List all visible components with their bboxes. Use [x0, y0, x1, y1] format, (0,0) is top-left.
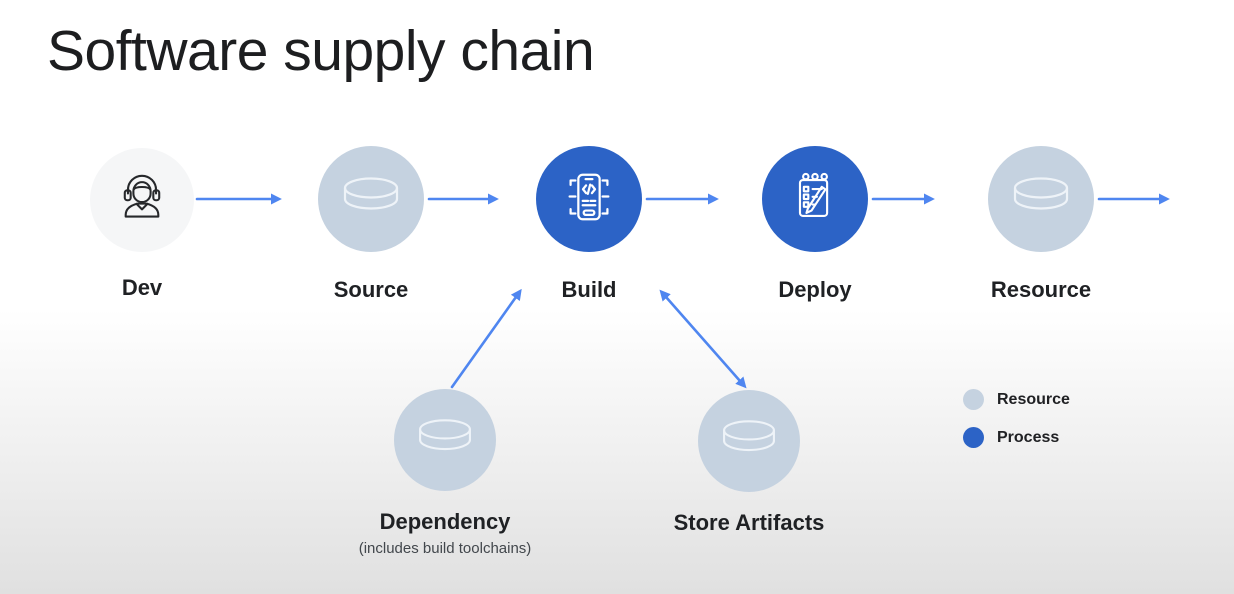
deploy-circle — [762, 146, 868, 252]
checklist-pencil-icon — [784, 166, 846, 233]
database-icon — [338, 173, 404, 226]
node-label-build: Build — [561, 277, 617, 302]
node-label-dependency: Dependency — [379, 509, 511, 534]
node-label-dev: Dev — [121, 275, 163, 300]
process-swatch-icon — [963, 427, 984, 448]
node-dev: Dev — [90, 148, 194, 301]
node-resource: Resource — [988, 146, 1094, 303]
resource-swatch-icon — [963, 389, 984, 410]
code-build-icon — [558, 166, 620, 233]
source-circle — [318, 146, 424, 252]
node-store-artifacts: Store Artifacts — [674, 390, 824, 536]
legend-label-resource: Resource — [997, 390, 1070, 408]
build-circle — [536, 146, 642, 252]
node-label-resource: Resource — [990, 277, 1092, 302]
dependency-circle — [394, 389, 496, 491]
node-deploy: Deploy — [762, 146, 868, 303]
arrow-build-store-twoway — [659, 289, 747, 389]
resource-circle — [988, 146, 1094, 252]
page-title: Software supply chain — [47, 19, 595, 83]
database-icon — [717, 416, 781, 467]
node-label-source: Source — [333, 277, 409, 302]
node-label-store-artifacts: Store Artifacts — [673, 510, 825, 535]
node-sublabel-dependency: (includes build toolchains) — [358, 540, 532, 557]
database-icon — [1008, 173, 1074, 226]
developer-headset-icon — [113, 169, 171, 232]
node-dependency: Dependency (includes build toolchains) — [359, 389, 531, 557]
legend-label-process: Process — [997, 428, 1060, 446]
legend: Resource Process — [963, 389, 1070, 448]
node-build: Build — [536, 146, 642, 303]
arrow-dependency-to-build — [450, 288, 522, 389]
node-source: Source — [318, 146, 424, 303]
legend-item-process: Process — [963, 427, 1070, 448]
store-artifacts-circle — [698, 390, 800, 492]
database-icon — [413, 415, 477, 466]
node-label-deploy: Deploy — [778, 277, 852, 302]
dev-circle — [90, 148, 194, 252]
legend-item-resource: Resource — [963, 389, 1070, 410]
